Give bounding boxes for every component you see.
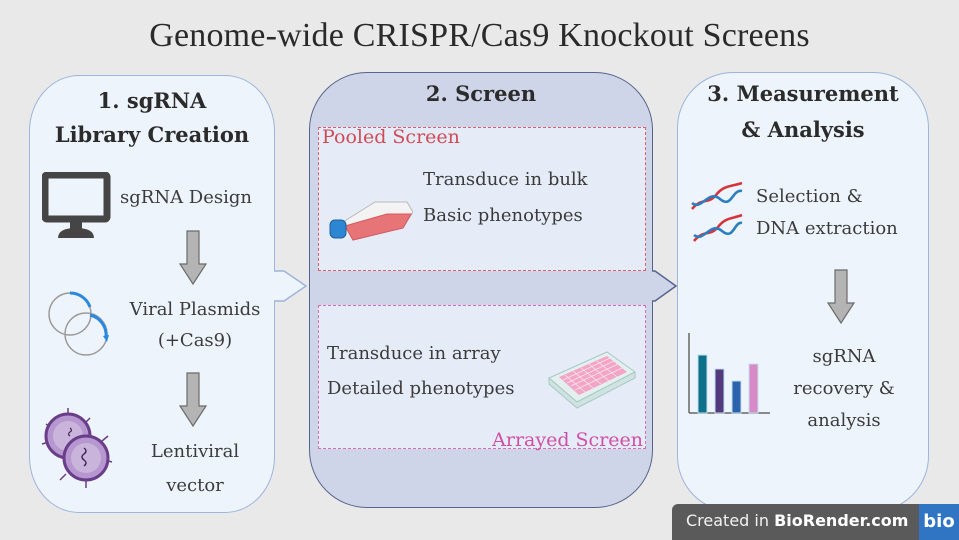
virus-icon: [41, 408, 113, 488]
arrayed-line-2: Detailed phenotypes: [327, 378, 515, 399]
well-plate-icon: [548, 351, 636, 409]
step-viral-plasmids: Viral Plasmids: [129, 299, 261, 320]
step-viral-plasmids-sub: (+Cas9): [157, 330, 233, 351]
arrayed-screen-label: Arrayed Screen: [492, 429, 643, 451]
badge-brand: BioRender.com: [774, 511, 909, 530]
dna-icon: [691, 181, 743, 242]
pooled-line-2: Basic phenotypes: [423, 205, 583, 226]
step-lentiviral-vector-sub: vector: [166, 475, 224, 496]
badge-text: Created in BioRender.com: [686, 511, 908, 530]
pooled-screen-label: Pooled Screen: [322, 126, 460, 148]
panel-title-line1: 1. sgRNA: [97, 88, 207, 113]
cell-culture-flask-icon: [329, 201, 413, 241]
down-arrow-icon: [826, 269, 856, 325]
chart-bar-d: [748, 363, 759, 414]
connector-arrow-1: [274, 270, 308, 302]
down-arrow-icon: [178, 372, 208, 428]
chart-bar-b: [714, 368, 725, 414]
panel-measurement-analysis: 3. Measurement & Analysis Selection & DN…: [677, 72, 929, 512]
bar-chart-icon: [688, 333, 770, 414]
plasmid-icon: [48, 291, 109, 356]
monitor-icon: [42, 172, 111, 238]
down-arrow-icon: [178, 230, 208, 286]
pooled-line-1: Transduce in bulk: [423, 169, 588, 190]
panel-screen: 2. Screen Pooled Screen Transduce in bul…: [309, 72, 653, 508]
diagram-title: Genome-wide CRISPR/Cas9 Knockout Screens: [149, 17, 810, 54]
panel-title-line2: & Analysis: [741, 117, 865, 142]
panel-title-line1: 3. Measurement: [707, 81, 899, 106]
panel-library-creation: 1. sgRNA Library Creation sgRNA Design V…: [29, 75, 275, 513]
chart-bar-a: [697, 354, 708, 414]
step-dna-extraction: DNA extraction: [756, 218, 898, 239]
step-recovery: recovery &: [793, 378, 895, 399]
step-sgrna-design: sgRNA Design: [120, 187, 252, 208]
pooled-screen-box: Pooled Screen Transduce in bulk Basic ph…: [318, 126, 646, 271]
step-lentiviral-vector: Lentiviral: [150, 441, 240, 462]
step-selection: Selection &: [756, 186, 863, 207]
panel-title: 2. Screen: [425, 81, 537, 106]
step-analysis: analysis: [807, 410, 881, 431]
step-sgrna: sgRNA: [812, 346, 876, 367]
connector-arrow-2: [652, 270, 678, 302]
panel-title-line2: Library Creation: [54, 122, 250, 147]
badge-prefix: Created in: [686, 511, 775, 530]
biorender-logo-icon: bio: [919, 504, 959, 540]
biorender-badge[interactable]: Created in BioRender.com bio: [672, 504, 959, 540]
chart-bar-c: [731, 380, 742, 414]
arrayed-line-1: Transduce in array: [327, 343, 501, 364]
arrayed-screen-box: Transduce in array Detailed phenotypes A…: [318, 305, 646, 451]
